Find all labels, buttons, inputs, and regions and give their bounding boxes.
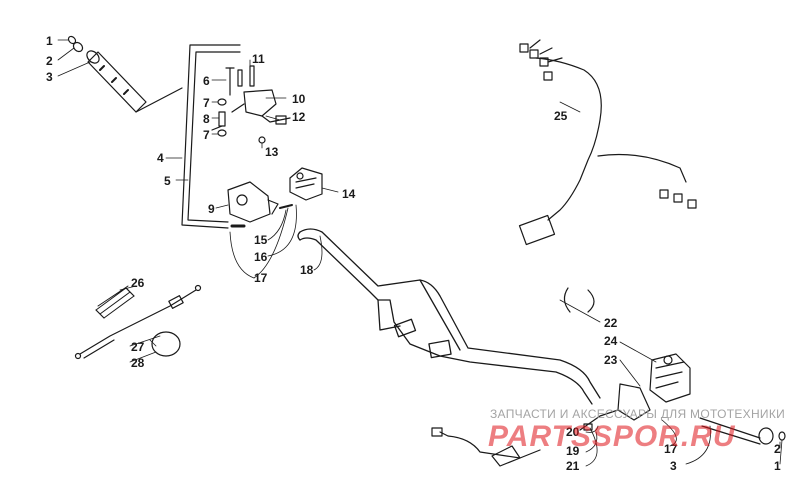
left-grip (67, 35, 183, 113)
callout-2-right: 2 (774, 442, 781, 456)
callout-21: 21 (566, 459, 580, 473)
wiring-harness (518, 39, 697, 246)
callout-16: 16 (254, 250, 268, 264)
left-control-housing (227, 181, 293, 228)
throttle-hardware (211, 65, 291, 144)
callout-13: 13 (265, 145, 279, 159)
callout-27: 27 (131, 340, 145, 354)
callout-14: 14 (342, 187, 356, 201)
callout-11: 11 (252, 52, 265, 66)
callout-6: 6 (203, 74, 210, 88)
callout-19: 19 (566, 444, 580, 458)
callout-17: 17 (254, 271, 268, 285)
callout-12: 12 (292, 110, 306, 124)
switch-housing (289, 167, 323, 201)
callout-10: 10 (292, 92, 306, 106)
callout-7: 7 (203, 96, 210, 110)
callout-26: 26 (131, 276, 145, 290)
throttle-cable (74, 284, 202, 363)
callout-23: 23 (604, 353, 618, 367)
callout-9: 9 (208, 202, 215, 216)
bracket-outline (181, 44, 241, 229)
callout-2: 2 (46, 54, 53, 68)
callout-3: 3 (46, 70, 53, 84)
callout-28: 28 (131, 356, 145, 370)
handlebar (297, 228, 601, 405)
callout-8: 8 (203, 112, 210, 126)
callout-24: 24 (604, 334, 618, 348)
callout-1-right: 1 (774, 459, 781, 473)
callout-17-right: 17 (664, 442, 678, 456)
callout-22: 22 (604, 316, 618, 330)
callout-3-right: 3 (670, 459, 677, 473)
right-controls (431, 287, 786, 467)
callout-5: 5 (164, 174, 171, 188)
callout-20: 20 (566, 425, 580, 439)
watermark-logo: PARTSSPOR.RU (488, 420, 736, 453)
callout-4: 4 (157, 151, 164, 165)
callout-1: 1 (46, 34, 53, 48)
leader-lines (57, 39, 339, 279)
watermark-caption: ЗАПЧАСТИ И АКСЕССУАРЫ ДЛЯ МОТОТЕХНИКИ (490, 407, 786, 421)
callout-18: 18 (300, 263, 314, 277)
callout-7-second: 7 (203, 128, 210, 142)
callout-15: 15 (254, 233, 268, 247)
callout-25: 25 (554, 109, 568, 123)
